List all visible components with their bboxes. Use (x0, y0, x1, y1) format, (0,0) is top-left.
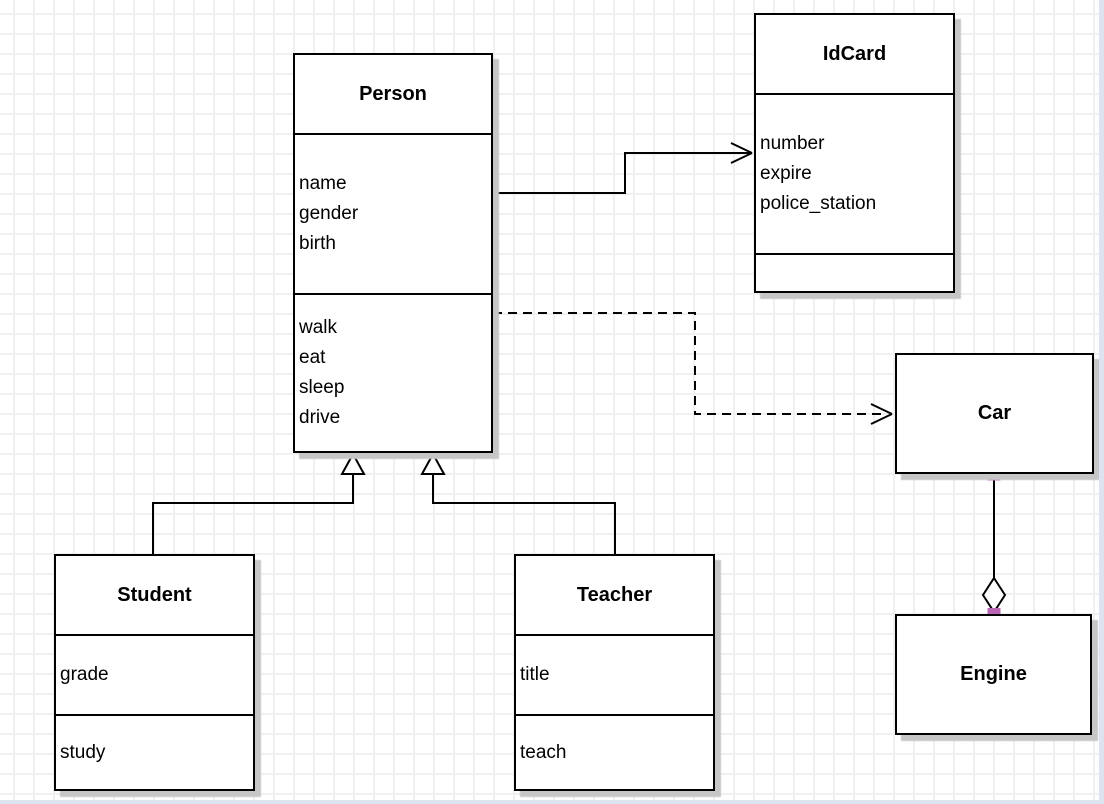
class-title: Person (359, 82, 427, 105)
attribute: title (520, 664, 550, 685)
hollow-triangle-arrowhead-icon (420, 451, 446, 475)
canvas-bottom-edge (0, 800, 1104, 804)
class-teacher[interactable]: Teacher title teach (514, 554, 715, 791)
connector-student-person-generalization[interactable] (152, 451, 366, 554)
class-idcard[interactable]: IdCard number expire police_station (754, 13, 955, 293)
class-title: Car (977, 402, 1012, 424)
hollow-diamond-icon (981, 576, 1007, 614)
methods-compartment[interactable]: walk eat sleep drive (295, 293, 491, 451)
attributes-compartment[interactable]: grade (56, 634, 253, 714)
method: eat (299, 347, 326, 368)
connector-person-car-dependency[interactable] (493, 312, 893, 425)
method: drive (299, 407, 341, 428)
attribute: police_station (760, 193, 877, 214)
class-title: Engine (960, 663, 1027, 685)
method: teach (520, 741, 567, 763)
method: study (60, 741, 106, 763)
class-student[interactable]: Student grade study (54, 554, 255, 791)
attribute: expire (760, 163, 812, 184)
connector-car-engine-aggregation[interactable] (981, 467, 1007, 622)
open-arrowhead-icon (730, 142, 753, 164)
attribute: grade (60, 664, 109, 685)
connector-person-idcard-association[interactable] (493, 142, 753, 194)
methods-compartment[interactable] (756, 253, 953, 291)
methods-compartment[interactable]: study (56, 714, 253, 789)
method: sleep (299, 377, 345, 398)
connector-teacher-person-generalization[interactable] (420, 451, 616, 554)
open-arrowhead-icon (870, 403, 893, 425)
class-car[interactable]: Car (895, 353, 1094, 474)
canvas-right-edge (1099, 0, 1104, 804)
class-person[interactable]: Person name gender birth walk eat sleep … (293, 53, 493, 453)
class-title: Teacher (576, 583, 653, 606)
methods-compartment[interactable]: teach (516, 714, 713, 789)
attributes-compartment[interactable]: number expire police_station (756, 93, 953, 253)
attribute: name (299, 173, 347, 194)
attribute: number (760, 133, 825, 154)
class-title: IdCard (822, 42, 887, 65)
attribute: gender (299, 203, 359, 224)
class-title: Student (117, 583, 192, 606)
class-engine[interactable]: Engine (895, 614, 1092, 735)
attribute: birth (299, 233, 336, 254)
attributes-compartment[interactable]: title (516, 634, 713, 714)
hollow-triangle-arrowhead-icon (340, 451, 366, 475)
attributes-compartment[interactable]: name gender birth (295, 133, 491, 293)
method: walk (299, 317, 338, 338)
